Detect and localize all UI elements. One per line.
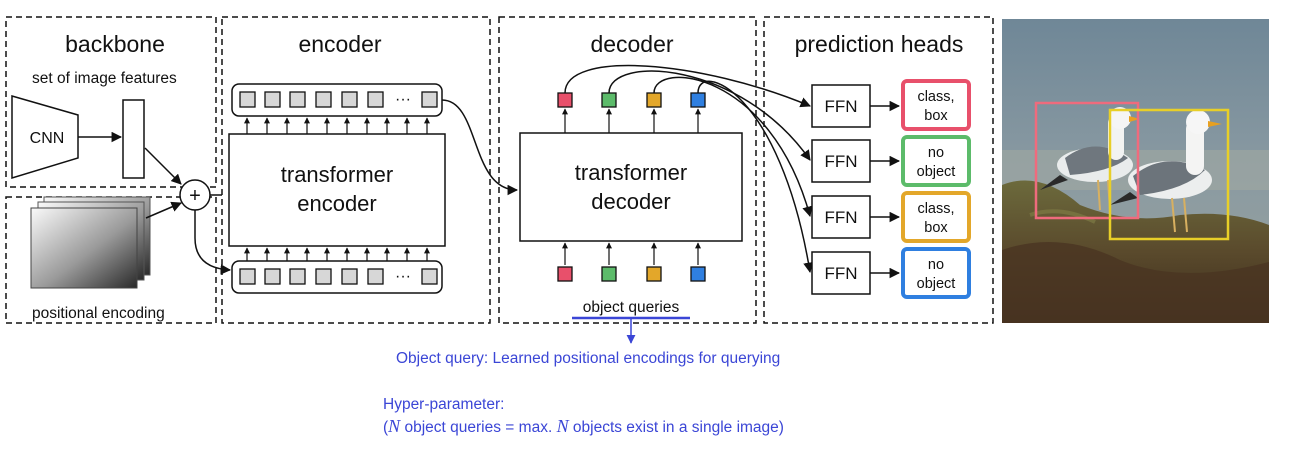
- decoder-output-square-2: [601, 92, 617, 108]
- output-box-1: [901, 79, 971, 131]
- cnn-trapezoid: [11, 95, 79, 180]
- encoder-to-decoder-arrow: [441, 99, 519, 196]
- output-boxes: [901, 79, 971, 299]
- image-features-label: set of image features: [32, 70, 177, 87]
- positional-encoding-stack: [30, 196, 151, 289]
- feature-map-bar: [122, 99, 145, 179]
- encoder-block-line2: encoder: [297, 191, 377, 216]
- object-queries-label: object queries: [583, 299, 680, 316]
- object-query-note: Object query: Learned positional encodin…: [396, 350, 781, 367]
- output-3-line2: box: [924, 220, 948, 236]
- seagull-1: [1040, 107, 1140, 211]
- seagull-2: [1110, 110, 1222, 233]
- backbone-title: backbone: [65, 31, 165, 57]
- object-query-squares: [557, 266, 706, 282]
- hyper-parameter-title: Hyper-parameter:: [383, 396, 505, 413]
- decoder-up-arrows: [562, 108, 701, 133]
- detection-box-2: [1108, 108, 1230, 241]
- encoder-block-line1: transformer: [281, 162, 393, 187]
- seagulls-photo: [1002, 19, 1269, 323]
- prediction-heads-title: prediction heads: [795, 31, 964, 57]
- output-box-4: [901, 247, 971, 299]
- transformer-encoder-block: [228, 133, 446, 247]
- decoder-block-line2: decoder: [591, 189, 671, 214]
- features-to-add-arrow: [144, 147, 182, 185]
- decoder-output-squares: [557, 92, 706, 108]
- object-query-square-2: [601, 266, 617, 282]
- ffn-label-2: FFN: [824, 152, 857, 171]
- detection-box-1: [1034, 101, 1140, 220]
- object-query-square-4: [690, 266, 706, 282]
- output-4-line1: no: [928, 257, 944, 273]
- object-query-arrows: [562, 242, 701, 265]
- encoder-input-ellipsis: ···: [395, 268, 411, 285]
- ffn-box-1: [811, 84, 871, 128]
- output-2-line1: no: [928, 145, 944, 161]
- encoder-frame: [221, 16, 491, 324]
- cnn-label: CNN: [30, 130, 65, 147]
- decoder-to-ffn-arrows: [564, 64, 814, 274]
- decoder-output-square-3: [646, 92, 662, 108]
- encoder-output-token-cells: [239, 91, 438, 108]
- object-query-square-1: [557, 266, 573, 282]
- ffn-label-3: FFN: [824, 208, 857, 227]
- output-1-line2: box: [924, 108, 948, 124]
- ffn-label-1: FFN: [824, 97, 857, 116]
- backbone-frame: [5, 16, 217, 188]
- output-box-2: [901, 135, 971, 187]
- ffn-box-2: [811, 139, 871, 183]
- decoder-frame: [498, 16, 757, 324]
- encoder-up-arrows: [244, 117, 430, 134]
- prediction-heads-frame: [763, 16, 994, 324]
- ffn-label-4: FFN: [824, 264, 857, 283]
- pos-to-add-arrow: [145, 201, 182, 219]
- ffn-box-4: [811, 251, 871, 295]
- decoder-output-square-4: [690, 92, 706, 108]
- encoder-title: encoder: [298, 31, 381, 57]
- ffn-to-output-arrows: [870, 100, 901, 279]
- encoder-input-token-cells: [239, 268, 438, 285]
- hyper-parameter-note: (N object queries = max. N objects exist…: [383, 416, 784, 436]
- decoder-block-line1: transformer: [575, 160, 687, 185]
- decoder-output-square-1: [557, 92, 573, 108]
- ffn-column: [811, 84, 871, 295]
- output-1-line1: class,: [917, 89, 954, 105]
- section-frames: [5, 16, 994, 324]
- output-3-line1: class,: [917, 201, 954, 217]
- output-2-line2: object: [917, 164, 956, 180]
- ffn-box-3: [811, 195, 871, 239]
- output-4-line2: object: [917, 276, 956, 292]
- decoder-title: decoder: [590, 31, 673, 57]
- positional-encoding-label: positional encoding: [32, 305, 165, 322]
- encoder-input-tokens: [231, 260, 443, 294]
- add-to-encoder-input-arrow: [194, 210, 232, 275]
- encoder-output-ellipsis: ···: [395, 91, 411, 108]
- encoder-input-arrows: [244, 247, 430, 261]
- transformer-decoder-block: [519, 132, 743, 242]
- output-box-3: [901, 191, 971, 243]
- object-query-square-3: [646, 266, 662, 282]
- plus-symbol: +: [189, 185, 201, 207]
